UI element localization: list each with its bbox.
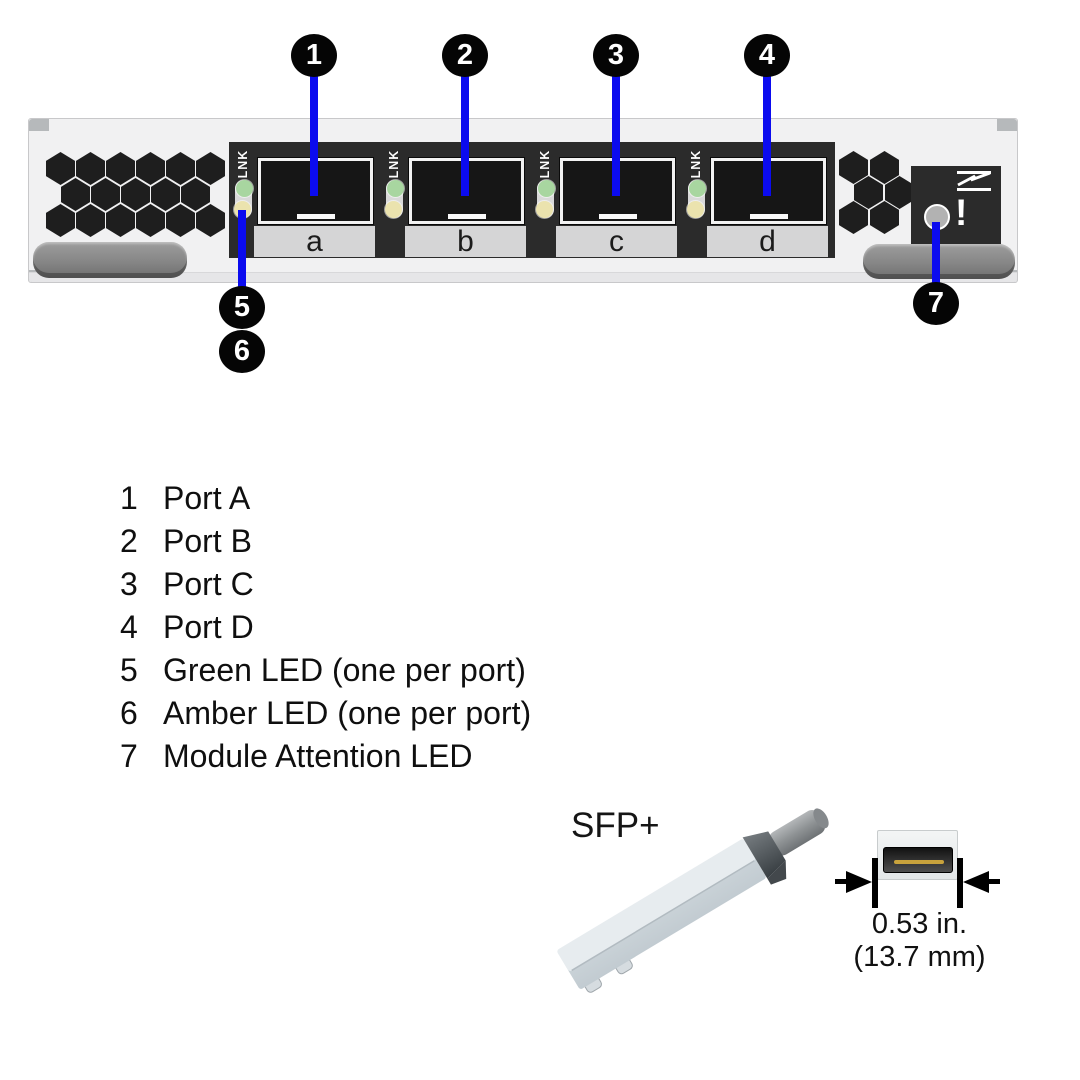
lnk-label: LNK xyxy=(236,149,250,179)
legend-number: 3 xyxy=(120,566,138,602)
sfp-cage-tab xyxy=(749,214,788,219)
amber-led xyxy=(536,201,553,218)
dimension-bar-right xyxy=(957,858,963,908)
vent-hexagon xyxy=(76,152,105,185)
green-led xyxy=(387,180,404,197)
leader-line-2 xyxy=(461,70,469,196)
legend-item-2: 2 Port B xyxy=(120,520,531,563)
legend-label: Module Attention LED xyxy=(163,738,473,774)
vent-hexagon xyxy=(61,178,90,211)
sfp-cage-tab xyxy=(447,214,486,219)
vent-hexagon xyxy=(166,204,195,237)
dimension-millimeters: (13.7 mm) xyxy=(853,941,986,973)
legend-item-7: 7 Module Attention LED xyxy=(120,735,531,778)
sfp-connector-edge xyxy=(894,860,944,864)
legend-number: 1 xyxy=(120,480,138,516)
legend-label: Port B xyxy=(163,523,252,559)
vent-hexagon xyxy=(121,178,150,211)
dimension-arrow-right xyxy=(963,871,989,893)
vent-hexagon xyxy=(196,152,225,185)
legend-number: 2 xyxy=(120,523,138,559)
callout-5: 5 xyxy=(219,286,265,329)
dimension-arrow-tail xyxy=(988,879,1000,884)
dimension-inches: 0.53 in. xyxy=(871,908,968,940)
io-module-faceplate: LNK a LNK b LNK c xyxy=(28,118,1018,283)
vent-hexagon xyxy=(106,152,135,185)
ports-panel: LNK a LNK b LNK c xyxy=(229,142,835,258)
vent-hexagon xyxy=(136,204,165,237)
legend-number: 4 xyxy=(120,609,138,645)
legend-label: Port D xyxy=(163,609,254,645)
dimension-arrow-left xyxy=(846,871,872,893)
callout-1: 1 xyxy=(291,34,337,77)
vent-hexagon xyxy=(46,152,75,185)
port-label: a xyxy=(254,226,375,257)
lnk-label: LNK xyxy=(387,149,401,179)
green-led xyxy=(236,180,253,197)
legend-label: Port C xyxy=(163,566,254,602)
corner-notch xyxy=(29,119,49,131)
callout-2: 2 xyxy=(442,34,488,77)
port-c: LNK c xyxy=(531,142,677,258)
sfp-plus-label: SFP+ xyxy=(571,806,660,845)
legend-number: 5 xyxy=(120,652,138,688)
callout-6: 6 xyxy=(219,330,265,373)
legend-item-4: 4 Port D xyxy=(120,606,531,649)
module-handle-left xyxy=(33,242,187,278)
leader-line-5 xyxy=(238,210,246,290)
sfp-transceiver-illustration xyxy=(557,808,829,993)
exclamation-mark: ! xyxy=(955,192,968,233)
legend-item-5: 5 Green LED (one per port) xyxy=(120,649,531,692)
link-fault-icon xyxy=(955,170,993,192)
callout-7: 7 xyxy=(913,282,959,325)
leader-line-7 xyxy=(932,222,940,286)
legend-number: 6 xyxy=(120,695,138,731)
legend-label: Green LED (one per port) xyxy=(163,652,526,688)
amber-led xyxy=(385,201,402,218)
leader-line-3 xyxy=(612,70,620,196)
legend-label: Amber LED (one per port) xyxy=(163,695,532,731)
green-led xyxy=(538,180,555,197)
legend-item-3: 3 Port C xyxy=(120,563,531,606)
dimension-arrow-tail xyxy=(835,879,847,884)
callout-3: 3 xyxy=(593,34,639,77)
vent-hexagon xyxy=(166,152,195,185)
faceplate-bottom-bezel xyxy=(29,272,1017,282)
legend: 1 Port A 2 Port B 3 Port C 4 Port D 5 Gr… xyxy=(120,477,531,778)
port-label: b xyxy=(405,226,526,257)
vent-hexagon xyxy=(46,204,75,237)
vent-hexagon xyxy=(181,178,210,211)
vent-hexagon xyxy=(196,204,225,237)
leader-line-4 xyxy=(763,70,771,196)
legend-number: 7 xyxy=(120,738,138,774)
port-label: d xyxy=(707,226,828,257)
vent-hexagon xyxy=(76,204,105,237)
port-a: LNK a xyxy=(229,142,375,258)
corner-notch xyxy=(997,119,1017,131)
dimension-bar-left xyxy=(872,858,878,908)
vent-hexagon xyxy=(106,204,135,237)
sfp-cage-tab xyxy=(296,214,335,219)
callout-4: 4 xyxy=(744,34,790,77)
vent-hexagon xyxy=(136,152,165,185)
leader-line-1 xyxy=(310,70,318,196)
sfp-cage-tab xyxy=(598,214,637,219)
legend-item-1: 1 Port A xyxy=(120,477,531,520)
green-led xyxy=(689,180,706,197)
amber-led xyxy=(687,201,704,218)
vent-hexagon xyxy=(151,178,180,211)
legend-label: Port A xyxy=(163,480,251,516)
vent-hexagon xyxy=(91,178,120,211)
lnk-label: LNK xyxy=(689,149,703,179)
port-b: LNK b xyxy=(380,142,526,258)
legend-item-6: 6 Amber LED (one per port) xyxy=(120,692,531,735)
lnk-label: LNK xyxy=(538,149,552,179)
attention-panel: ! xyxy=(911,166,1001,244)
port-label: c xyxy=(556,226,677,257)
port-d: LNK d xyxy=(682,142,828,258)
